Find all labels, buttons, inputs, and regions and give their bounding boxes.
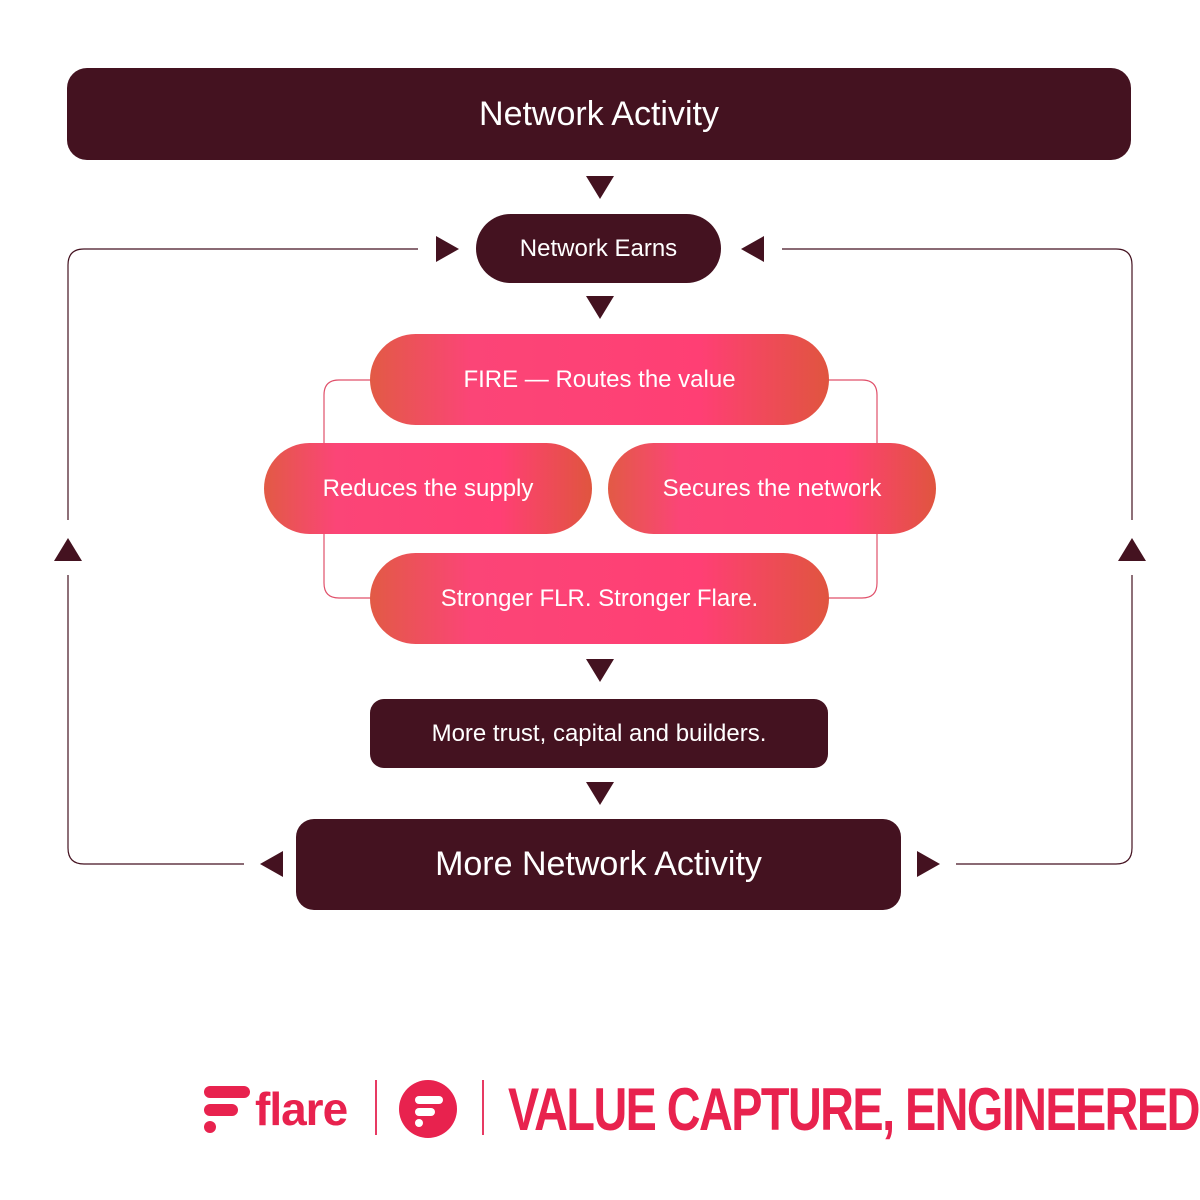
secures-network-label: Secures the network — [662, 474, 882, 502]
network-activity-box: Network Activity — [67, 68, 1131, 160]
fire-box: FIRE — Routes the value — [370, 334, 829, 425]
stronger-flare-box: Stronger FLR. Stronger Flare. — [370, 553, 829, 644]
arrow-down-icon — [586, 659, 614, 682]
flare-logo-icon — [204, 1086, 250, 1133]
more-network-activity-box: More Network Activity — [296, 819, 901, 910]
slogan: VALUE CAPTURE, ENGINEERED — [508, 1076, 1200, 1143]
trust-capital-box: More trust, capital and builders. — [370, 699, 828, 768]
flare-wordmark: flare — [255, 1083, 348, 1135]
secures-network-box: Secures the network — [608, 443, 936, 534]
stronger-flare-label: Stronger FLR. Stronger Flare. — [440, 584, 759, 612]
inner-right-bracket-line — [828, 379, 878, 599]
flare-circle-icon — [399, 1080, 457, 1138]
reduces-supply-label: Reduces the supply — [322, 474, 534, 502]
right-loop-line — [782, 248, 1133, 865]
network-activity-label: Network Activity — [479, 94, 719, 133]
arrow-left-icon — [741, 236, 764, 262]
footer-divider — [482, 1080, 484, 1135]
trust-capital-label: More trust, capital and builders. — [431, 719, 767, 747]
arrow-down-icon — [586, 176, 614, 199]
left-loop-line — [67, 248, 418, 865]
network-earns-label: Network Earns — [519, 234, 678, 262]
arrow-up-icon — [1118, 538, 1146, 561]
more-network-activity-label: More Network Activity — [435, 845, 762, 883]
arrow-up-icon — [54, 538, 82, 561]
arrow-down-icon — [586, 782, 614, 805]
arrow-right-icon — [436, 236, 459, 262]
footer-divider — [375, 1080, 377, 1135]
arrow-left-icon — [260, 851, 283, 877]
network-earns-box: Network Earns — [476, 214, 721, 283]
arrow-down-icon — [586, 296, 614, 319]
inner-left-bracket-line — [323, 379, 372, 599]
reduces-supply-box: Reduces the supply — [264, 443, 592, 534]
fire-label: FIRE — Routes the value — [463, 365, 736, 393]
arrow-right-icon — [917, 851, 940, 877]
